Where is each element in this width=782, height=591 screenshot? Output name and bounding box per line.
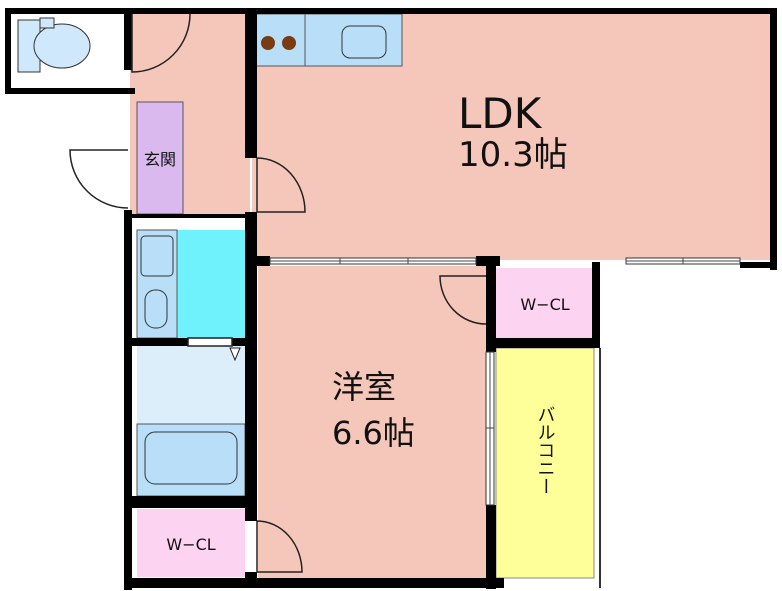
wcl-upper-door	[439, 275, 487, 325]
wash-basin-bottom	[144, 289, 168, 329]
western-room	[258, 266, 486, 578]
toilet-bowl	[33, 23, 91, 69]
toilet-small-fixture	[39, 17, 55, 29]
wcl-lower-door	[256, 520, 303, 573]
windows	[269, 257, 741, 588]
doors	[69, 13, 487, 573]
stove-burner-right	[282, 36, 296, 50]
wcl-lower-label: W−CL	[166, 535, 215, 554]
ldk-name-label: LDK	[458, 89, 543, 138]
wcl-lower-room	[137, 509, 245, 577]
western-name-label: 洋室	[332, 368, 396, 406]
wcl-upper-room	[496, 268, 594, 338]
western-size-label: 6.6帖	[332, 414, 415, 452]
front-door	[69, 149, 129, 209]
balcony-label: バルコニー	[535, 405, 556, 495]
washroom-door	[187, 337, 233, 347]
toilet-door	[131, 13, 191, 73]
entrance-label: 玄関	[144, 150, 176, 169]
wash-basin-top	[140, 235, 174, 277]
walls	[5, 8, 777, 590]
balcony	[495, 347, 595, 579]
bathtub-inner	[144, 431, 238, 485]
bath-floor	[137, 346, 245, 424]
ldk-door	[256, 157, 306, 213]
washroom-door-marker	[229, 347, 241, 362]
wcl-upper-label: W−CL	[520, 295, 569, 314]
kitchen-sink	[341, 25, 387, 59]
ldk-size-label: 10.3帖	[458, 135, 568, 175]
shoe-cabinet	[136, 101, 184, 215]
stove-burner-left	[261, 36, 275, 50]
